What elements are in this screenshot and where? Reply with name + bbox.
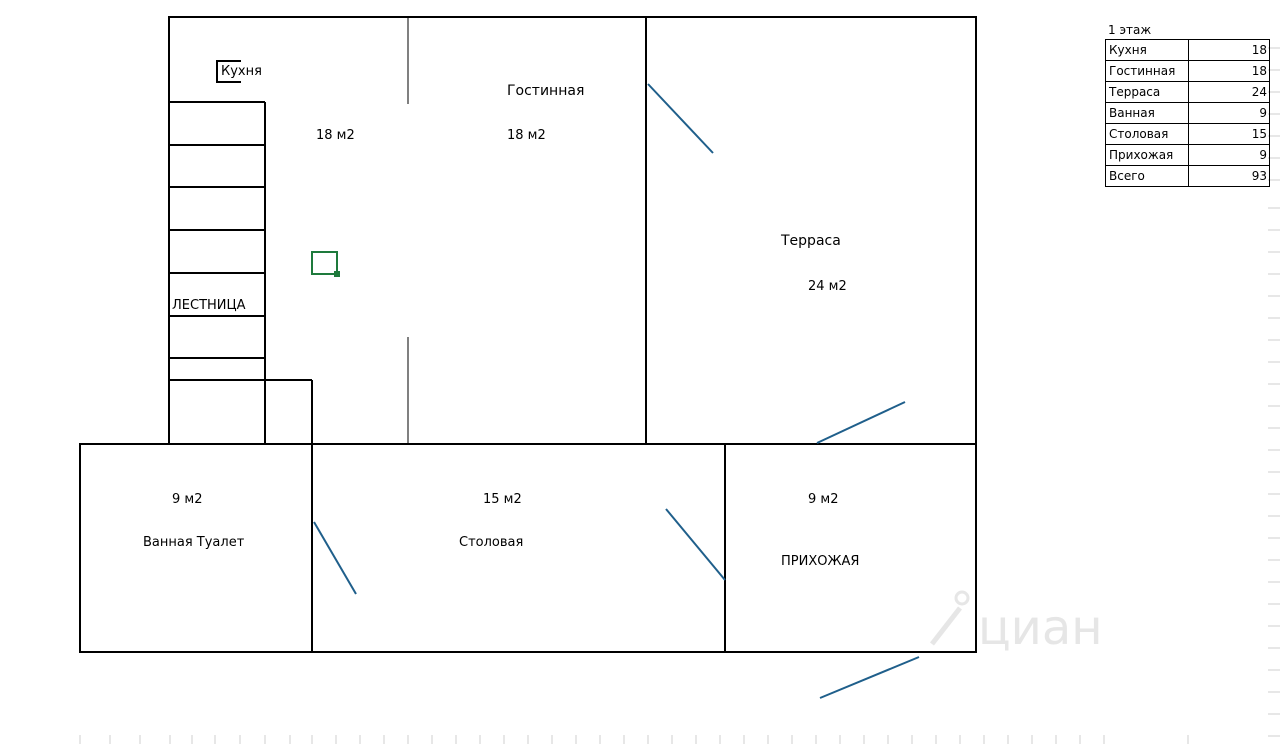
table-row: Гостинная 18 — [1105, 60, 1270, 82]
row-value[interactable]: 9 — [1188, 102, 1270, 124]
door-bath — [313, 521, 357, 595]
row-name[interactable]: Терраса — [1105, 81, 1189, 103]
row-value[interactable]: 15 — [1188, 123, 1270, 145]
table-row: Всего 93 — [1105, 165, 1270, 187]
cell-selection-marker[interactable] — [311, 251, 340, 277]
dining-area-label: 15 м2 — [483, 492, 522, 507]
table-row: Столовая 15 — [1105, 123, 1270, 145]
kitchen-label: Кухня — [221, 64, 262, 79]
row-value[interactable]: 18 — [1188, 60, 1270, 82]
hall-label: ПРИХОЖАЯ — [781, 554, 860, 569]
living-area-label: 18 м2 — [507, 128, 546, 143]
terrace-area-label: 24 м2 — [808, 279, 847, 294]
row-name[interactable]: Гостинная — [1105, 60, 1189, 82]
summary-title: 1 этаж — [1108, 23, 1152, 37]
door-terrace-bottom — [816, 401, 906, 444]
cian-logo-icon — [930, 590, 970, 646]
row-value[interactable]: 93 — [1188, 165, 1270, 187]
hall-area-label: 9 м2 — [808, 492, 839, 507]
watermark: циан — [978, 600, 1103, 656]
bottom-ruler — [79, 735, 1189, 744]
right-ruler — [1268, 47, 1280, 737]
terrace-label: Терраса — [781, 233, 841, 249]
summary-table: Кухня 18 Гостинная 18 Терраса 24 Ванная … — [1105, 39, 1270, 187]
lower-block-outline — [79, 443, 977, 653]
row-name[interactable]: Всего — [1105, 165, 1189, 187]
row-name[interactable]: Кухня — [1105, 39, 1189, 61]
dining-label: Столовая — [459, 535, 524, 550]
table-row: Прихожая 9 — [1105, 144, 1270, 166]
door-terrace-top — [647, 83, 714, 154]
table-row: Терраса 24 — [1105, 81, 1270, 103]
bath-label: Ванная Туалет — [143, 535, 245, 550]
area-summary: 1 этаж Кухня 18 Гостинная 18 Терраса 24 … — [1105, 22, 1270, 187]
row-name[interactable]: Ванная — [1105, 102, 1189, 124]
stairs-label: ЛЕСТНИЦА — [172, 298, 246, 313]
door-dining — [665, 508, 726, 581]
bath-area-label: 9 м2 — [172, 492, 203, 507]
walls — [79, 16, 977, 653]
door-entrance — [819, 656, 920, 699]
row-value[interactable]: 9 — [1188, 144, 1270, 166]
row-value[interactable]: 18 — [1188, 39, 1270, 61]
row-name[interactable]: Прихожая — [1105, 144, 1189, 166]
kitchen-bracket-icon — [216, 60, 241, 83]
kitchen-area-label: 18 м2 — [316, 128, 355, 143]
table-row: Ванная 9 — [1105, 102, 1270, 124]
doors — [313, 83, 920, 699]
row-name[interactable]: Столовая — [1105, 123, 1189, 145]
table-row: Кухня 18 — [1105, 39, 1270, 61]
living-room-label: Гостинная — [507, 83, 585, 99]
row-value[interactable]: 24 — [1188, 81, 1270, 103]
